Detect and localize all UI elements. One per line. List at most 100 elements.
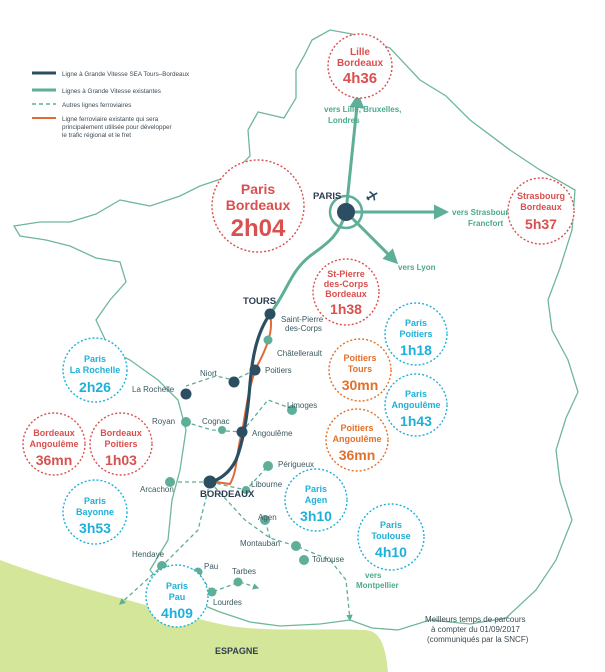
city-niort: Niort	[200, 369, 218, 378]
svg-text:Angoulême: Angoulême	[29, 439, 78, 449]
svg-text:Poitiers: Poitiers	[343, 353, 376, 363]
city-saint-pierre-2: des-Corps	[285, 324, 322, 333]
svg-text:Poitiers: Poitiers	[104, 439, 137, 449]
city-libourne: Libourne	[251, 480, 283, 489]
badge-paris-bayonne: Paris Bayonne 3h53	[62, 479, 128, 545]
svg-text:Bordeaux: Bordeaux	[325, 289, 367, 299]
svg-text:1h03: 1h03	[105, 452, 137, 468]
city-poitiers: Poitiers	[265, 366, 292, 375]
svg-text:36mn: 36mn	[339, 447, 376, 463]
svg-text:Paris: Paris	[84, 496, 106, 506]
city-angouleme: Angoulême	[252, 429, 293, 438]
city-hendaye: Hendaye	[132, 550, 165, 559]
svg-text:St-Pierre: St-Pierre	[327, 269, 365, 279]
svg-text:Toulouse: Toulouse	[371, 531, 410, 541]
svg-text:4h10: 4h10	[375, 544, 407, 560]
city-chatellerault: Châtellerault	[277, 349, 323, 358]
country-espagne: ESPAGNE	[215, 646, 258, 656]
svg-text:5h37: 5h37	[525, 216, 557, 232]
badge-stpierre: St-Pierre des-Corps Bordeaux 1h38	[312, 258, 380, 326]
svg-text:Paris: Paris	[241, 181, 275, 197]
direction-labels: vers Lille, Bruxelles, Londres vers Stra…	[324, 105, 516, 590]
badge-strasbourg: Strasbourg Bordeaux 5h37	[507, 177, 575, 245]
svg-text:36mn: 36mn	[36, 452, 73, 468]
direction-strasbourg-2: Francfort	[468, 219, 503, 228]
svg-text:3h53: 3h53	[79, 520, 111, 536]
svg-text:4h36: 4h36	[343, 70, 377, 87]
svg-text:Paris: Paris	[305, 484, 327, 494]
sea-line	[209, 313, 272, 484]
direction-montpellier-2: Montpellier	[356, 581, 399, 590]
svg-text:3h10: 3h10	[300, 508, 332, 524]
svg-text:Tours: Tours	[348, 364, 372, 374]
regional-line	[215, 315, 272, 486]
svg-text:2h04: 2h04	[231, 215, 286, 242]
city-limoges: Limoges	[287, 401, 317, 410]
city-perigueux: Périgueux	[278, 460, 314, 469]
svg-text:La Rochelle: La Rochelle	[70, 365, 121, 375]
legend-item-regional-3: le trafic régional et le fret	[62, 132, 131, 139]
badge-poitiers-tours: Poitiers Tours 30mn	[328, 338, 392, 402]
svg-text:Bordeaux: Bordeaux	[33, 428, 75, 438]
badge-paris-poitiers: Paris Poitiers 1h18	[384, 302, 448, 366]
svg-text:Paris: Paris	[405, 389, 427, 399]
city-bordeaux: BORDEAUX	[200, 489, 255, 500]
direction-lille-1: vers Lille, Bruxelles,	[324, 105, 401, 114]
svg-text:Strasbourg: Strasbourg	[517, 191, 565, 201]
footnote-line-3: (communiqués par la SNCF)	[427, 635, 529, 644]
city-paris: PARIS	[313, 191, 341, 202]
footnote-line-1: Meilleurs temps de parcours	[425, 615, 525, 624]
svg-text:1h43: 1h43	[400, 413, 432, 429]
legend-item-other: Autres lignes ferroviaires	[62, 102, 131, 109]
svg-text:Paris: Paris	[166, 581, 188, 591]
airplane-icon	[366, 191, 378, 201]
city-toulouse: Toulouse	[312, 555, 345, 564]
svg-text:Angoulême: Angoulême	[391, 400, 440, 410]
legend: Ligne à Grande Vitesse SEA Tours–Bordeau…	[32, 71, 190, 139]
city-labels: PARIS TOURS BORDEAUX Saint-Pierre des-Co…	[132, 191, 345, 656]
city-lourdes: Lourdes	[213, 598, 242, 607]
svg-text:Pau: Pau	[169, 592, 186, 602]
city-saint-pierre-1: Saint-Pierre	[281, 315, 324, 324]
direction-strasbourg-1: vers Strasbourg,	[452, 208, 516, 217]
footnote-line-2: à compter du 01/09/2017	[431, 625, 521, 634]
svg-text:Bordeaux: Bordeaux	[100, 428, 142, 438]
svg-text:Bordeaux: Bordeaux	[226, 197, 291, 213]
city-la-rochelle: La Rochelle	[132, 385, 175, 394]
svg-text:Lille: Lille	[350, 47, 370, 58]
svg-text:Bordeaux: Bordeaux	[337, 58, 384, 69]
lgv-existing	[268, 93, 449, 315]
svg-text:Paris: Paris	[405, 318, 427, 328]
direction-montpellier-1: vers	[365, 571, 382, 580]
city-tarbes: Tarbes	[232, 567, 256, 576]
badge-poitiers-angouleme: Poitiers Angoulême 36mn	[325, 408, 389, 472]
svg-text:Paris: Paris	[380, 520, 402, 530]
badge-bordeaux-poitiers: Bordeaux Poitiers 1h03	[89, 412, 153, 476]
legend-item-regional-1: Ligne ferroviaire existante qui sera	[62, 116, 159, 123]
footnote: Meilleurs temps de parcours à compter du…	[425, 615, 529, 644]
city-montauban: Montauban	[240, 539, 280, 548]
svg-text:Bordeaux: Bordeaux	[520, 202, 562, 212]
badge-lille: Lille Bordeaux 4h36	[327, 33, 393, 99]
legend-item-regional-2: principalement utilisée pour développer	[62, 124, 172, 131]
badge-paris-pau: Paris Pau 4h09	[145, 564, 209, 628]
direction-lille-2: Londres	[328, 116, 360, 125]
svg-text:4h09: 4h09	[161, 605, 193, 621]
badge-paris-bordeaux: Paris Bordeaux 2h04	[211, 159, 305, 253]
badge-paris-angouleme: Paris Angoulême 1h43	[384, 373, 448, 437]
legend-item-lgv: Lignes à Grande Vitesse existantes	[62, 88, 161, 95]
svg-text:des-Corps: des-Corps	[324, 279, 369, 289]
svg-text:Bayonne: Bayonne	[76, 507, 114, 517]
svg-text:Paris: Paris	[84, 354, 106, 364]
city-tours: TOURS	[243, 296, 276, 307]
svg-text:Poitiers: Poitiers	[340, 423, 373, 433]
legend-item-sea: Ligne à Grande Vitesse SEA Tours–Bordeau…	[62, 71, 190, 78]
badge-paris-larochelle: Paris La Rochelle 2h26	[62, 337, 128, 403]
badge-bordeaux-angouleme: Bordeaux Angoulême 36mn	[22, 412, 86, 476]
badge-paris-toulouse: Paris Toulouse 4h10	[357, 503, 425, 571]
city-cognac: Cognac	[202, 417, 230, 426]
stations	[157, 203, 355, 597]
svg-text:1h38: 1h38	[330, 301, 362, 317]
svg-text:Poitiers: Poitiers	[399, 329, 432, 339]
